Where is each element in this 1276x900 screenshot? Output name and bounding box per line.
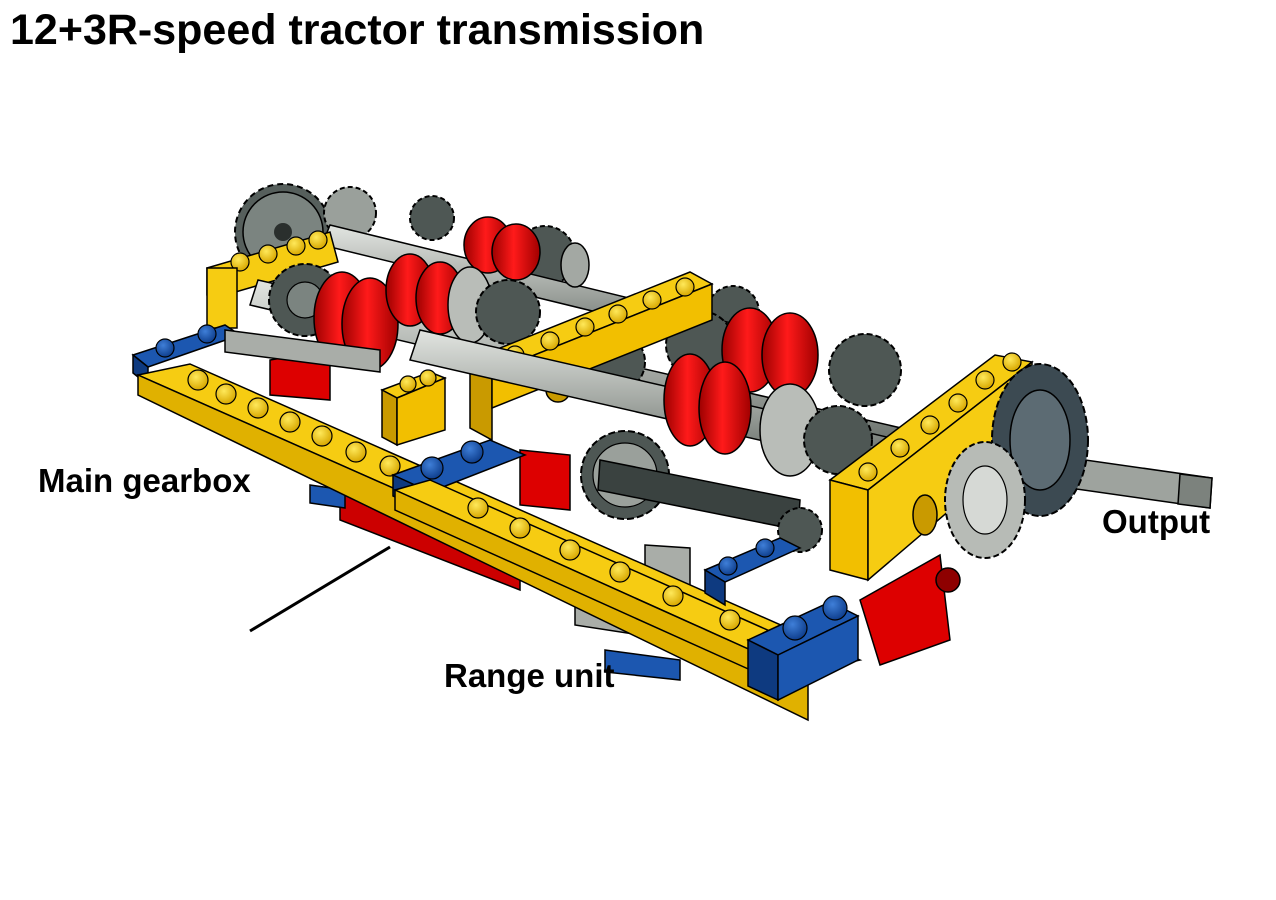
output-gears [944, 363, 1089, 559]
second-yellow-plate [392, 479, 793, 674]
label-main-gearbox: Main gearbox [38, 462, 251, 499]
range-unit-pointer-line [249, 545, 391, 633]
rear-yellow-beam [206, 230, 339, 329]
label-output: Output [1102, 503, 1211, 540]
diagram-title: 12+3R-speed tractor transmission [10, 6, 705, 54]
front-right-blue-plate [746, 595, 860, 702]
label-range-unit: Range unit [444, 657, 615, 694]
right-middle-blue-plate [703, 537, 802, 607]
gray-connector [224, 329, 381, 373]
left-yellow-riser [380, 369, 447, 447]
lower-shaft [409, 329, 901, 553]
left-blue-plate [131, 324, 242, 387]
